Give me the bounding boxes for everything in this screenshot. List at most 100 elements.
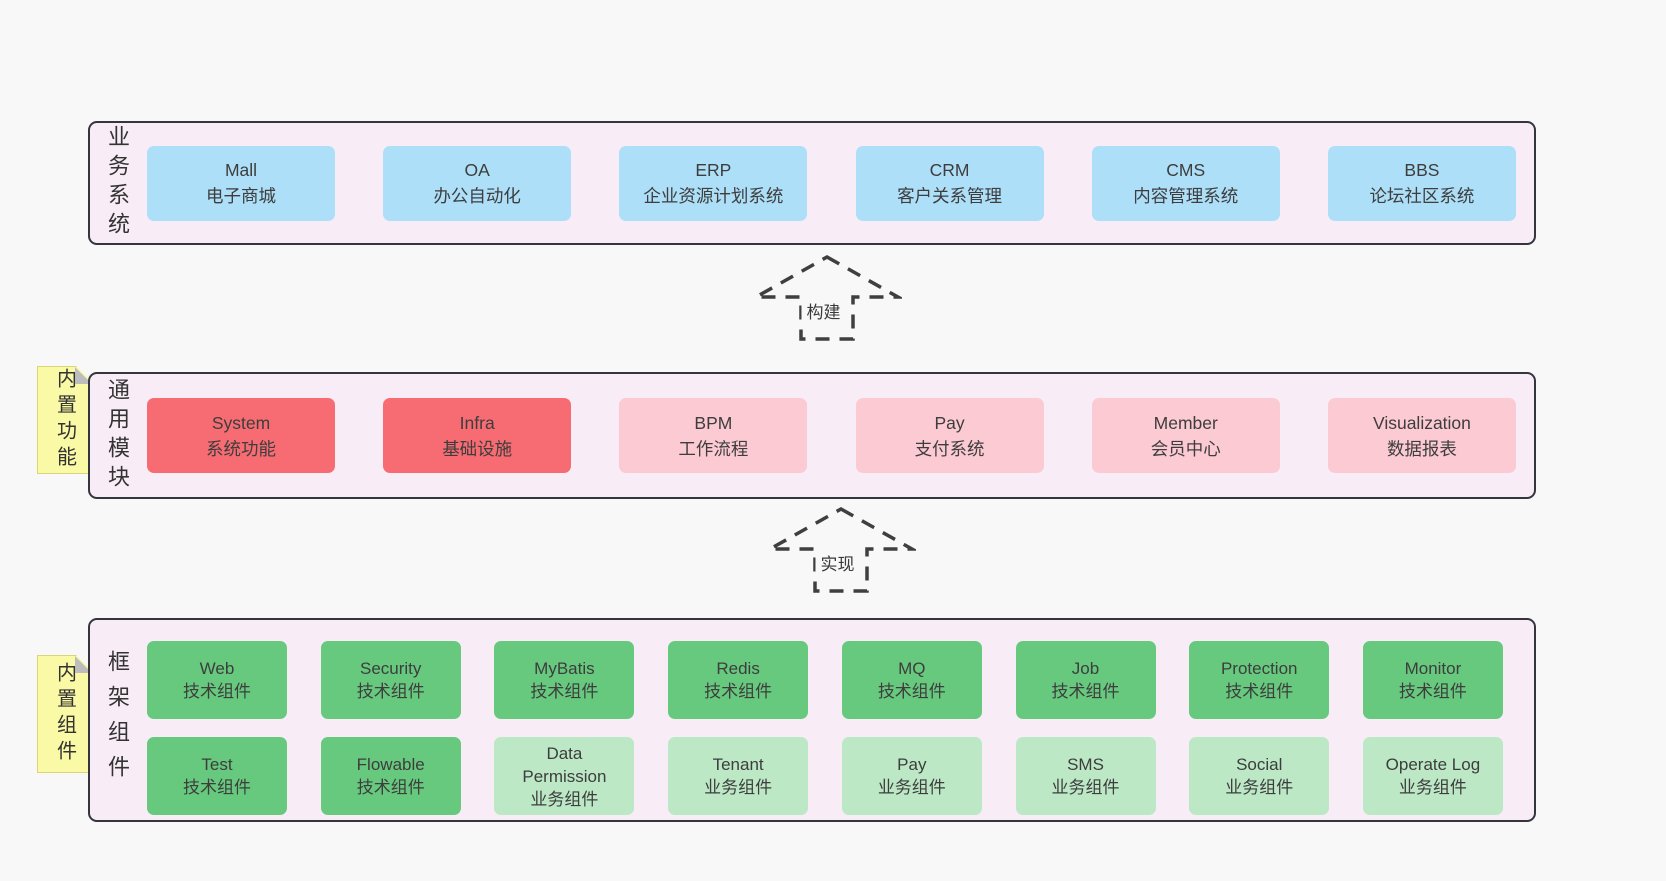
- box-bpm: BPM 工作流程: [619, 398, 808, 473]
- box-title: Tenant: [712, 755, 764, 774]
- box-subtitle: 技术组件: [704, 682, 773, 701]
- sticky-built-in-components: 内置组件: [37, 655, 93, 773]
- box-web: Web 技术组件: [147, 641, 287, 719]
- box-title: Member: [1153, 412, 1218, 433]
- box-data-permission: Data Permission 业务组件: [494, 737, 635, 815]
- box-title: CRM: [929, 160, 970, 180]
- box-pay-component: Pay 业务组件: [841, 737, 982, 815]
- arrow-implement: 实现: [766, 505, 916, 595]
- box-subtitle: 客户关系管理: [897, 186, 1003, 206]
- box-subtitle: 技术组件: [356, 778, 425, 797]
- box-subtitle: 会员中心: [1150, 438, 1221, 459]
- box-sms: SMS 业务组件: [1015, 737, 1156, 815]
- box-title: Flowable: [356, 755, 425, 774]
- sticky-label: 内置组件: [53, 662, 76, 766]
- box-subtitle: 业务组件: [877, 778, 946, 797]
- box-system: System 系统功能: [147, 398, 335, 473]
- box-subtitle: 支付系统: [914, 438, 985, 459]
- box-subtitle: 企业资源计划系统: [643, 186, 784, 206]
- box-subtitle: 数据报表: [1386, 438, 1457, 459]
- box-subtitle: 技术组件: [877, 682, 946, 701]
- box-subtitle: 电子商城: [206, 186, 276, 206]
- box-subtitle: 技术组件: [1398, 682, 1467, 701]
- arrow-implement-label: 实现: [815, 549, 860, 576]
- box-title: Test: [201, 755, 233, 774]
- box-redis: Redis 技术组件: [668, 641, 809, 719]
- box-social: Social 业务组件: [1189, 737, 1330, 815]
- box-member: Member 会员中心: [1091, 398, 1280, 473]
- box-flowable: Flowable 技术组件: [320, 737, 461, 815]
- box-subtitle: 技术组件: [1051, 682, 1120, 701]
- sticky-built-in-features: 内置功能: [37, 366, 93, 474]
- panel-label-business-systems: 业务系统: [105, 125, 130, 241]
- box-subtitle: 系统功能: [206, 438, 276, 459]
- box-mall: Mall 电子商城: [147, 145, 335, 221]
- box-security: Security 技术组件: [320, 641, 461, 719]
- box-title: ERP: [695, 160, 732, 180]
- box-subtitle: 业务组件: [1051, 778, 1120, 797]
- box-subtitle: 业务组件: [1398, 778, 1467, 797]
- box-title: System: [211, 412, 271, 433]
- box-title: Social: [1236, 755, 1283, 774]
- framework-components-row-1: Web 技术组件 Security 技术组件 MyBatis 技术组件 Redi…: [147, 641, 1503, 719]
- framework-components-row-2: Test 技术组件 Flowable 技术组件 Data Permission …: [147, 737, 1503, 815]
- box-title: CMS: [1166, 160, 1206, 180]
- box-subtitle: 业务组件: [704, 778, 773, 797]
- box-title: MyBatis: [534, 659, 595, 678]
- box-test: Test 技术组件: [147, 737, 287, 815]
- dashed-up-arrow-icon: [766, 506, 916, 593]
- box-infra: Infra 基础设施: [383, 398, 572, 473]
- box-title: OA: [464, 160, 490, 180]
- common-modules-box-row: System 系统功能 Infra 基础设施 BPM 工作流程 Pay 支付系统…: [147, 374, 1516, 497]
- box-title: Web: [199, 659, 235, 678]
- box-title: BBS: [1404, 160, 1440, 180]
- box-cms: CMS 内容管理系统: [1091, 145, 1280, 221]
- box-tenant: Tenant 业务组件: [668, 737, 809, 815]
- box-subtitle: 技术组件: [183, 778, 251, 797]
- box-subtitle: 基础设施: [442, 438, 513, 459]
- box-mybatis: MyBatis 技术组件: [494, 641, 635, 719]
- box-mq: MQ 技术组件: [841, 641, 982, 719]
- box-monitor: Monitor 技术组件: [1362, 641, 1503, 719]
- arrow-build: 构建: [752, 253, 902, 343]
- box-operate-log: Operate Log 业务组件: [1362, 737, 1503, 815]
- sticky-label: 内置功能: [53, 368, 76, 472]
- panel-label-common-modules: 通用模块: [105, 377, 130, 494]
- box-title: SMS: [1067, 755, 1104, 774]
- box-title: Data Permission: [522, 743, 607, 786]
- panel-framework-components: 框架组件 Web 技术组件 Security 技术组件 MyBatis 技术组件…: [88, 618, 1536, 822]
- box-subtitle: 业务组件: [1225, 778, 1294, 797]
- box-bbs: BBS 论坛社区系统: [1327, 145, 1516, 221]
- box-subtitle: 技术组件: [1225, 682, 1294, 701]
- box-title: Protection: [1220, 659, 1298, 678]
- box-subtitle: 技术组件: [183, 682, 251, 701]
- box-subtitle: 论坛社区系统: [1369, 186, 1475, 206]
- box-title: Pay: [934, 412, 965, 433]
- arrow-build-label: 构建: [801, 297, 846, 324]
- box-title: Monitor: [1404, 659, 1462, 678]
- box-title: BPM: [694, 412, 733, 433]
- box-title: Mall: [224, 160, 258, 180]
- box-job: Job 技术组件: [1015, 641, 1156, 719]
- box-title: MQ: [898, 659, 926, 678]
- box-pay-module: Pay 支付系统: [855, 398, 1044, 473]
- box-subtitle: 技术组件: [530, 682, 599, 701]
- panel-business-systems: 业务系统 Mall 电子商城 OA 办公自动化 ERP 企业资源计划系统 CRM…: [88, 121, 1536, 245]
- panel-common-modules: 通用模块 System 系统功能 Infra 基础设施 BPM 工作流程 Pay…: [88, 372, 1536, 499]
- box-title: Security: [359, 659, 422, 678]
- panel-label-framework-components: 框架组件: [105, 650, 130, 790]
- dashed-up-arrow-icon: [752, 254, 902, 341]
- box-title: Operate Log: [1385, 755, 1481, 774]
- box-title: Infra: [459, 412, 495, 433]
- business-systems-box-row: Mall 电子商城 OA 办公自动化 ERP 企业资源计划系统 CRM 客户关系…: [147, 123, 1516, 243]
- box-title: Pay: [897, 755, 927, 774]
- box-subtitle: 内容管理系统: [1133, 186, 1239, 206]
- box-visualization: Visualization 数据报表: [1327, 398, 1516, 473]
- box-subtitle: 办公自动化: [433, 186, 521, 206]
- box-protection: Protection 技术组件: [1189, 641, 1330, 719]
- box-title: Visualization: [1372, 412, 1471, 433]
- box-crm: CRM 客户关系管理: [855, 145, 1044, 221]
- folded-corner-icon: [75, 656, 92, 673]
- box-title: Redis: [716, 659, 760, 678]
